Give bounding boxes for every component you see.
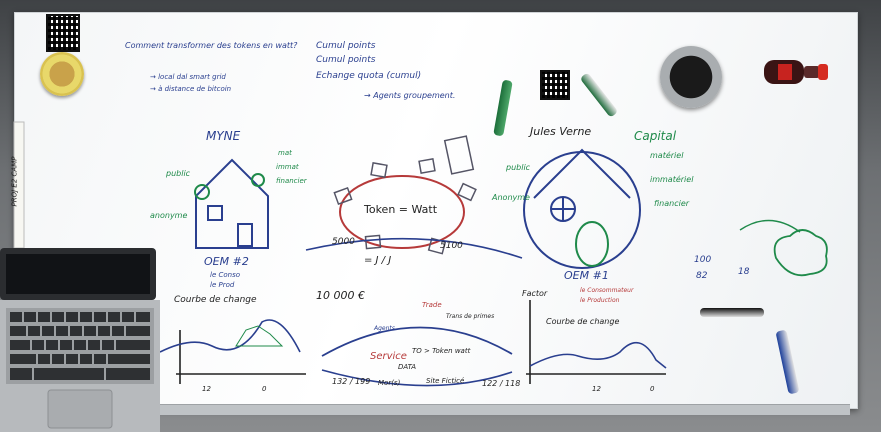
- right-caption-sub: le Consommateur: [580, 287, 634, 294]
- list-item-text: Cumul points: [316, 55, 376, 65]
- token-equation: Token = Watt: [364, 203, 438, 216]
- moins-label: Mor(s): [378, 379, 401, 387]
- axis-tick: 12: [202, 385, 211, 393]
- left-anonymous-text: anonyme: [150, 211, 188, 220]
- pen-cup-icon: [660, 46, 722, 108]
- left-caption: OEM #2: [204, 255, 249, 268]
- factor-label: Factor: [522, 289, 548, 298]
- laptop-icon: [0, 248, 160, 432]
- coffee-cup-icon: [40, 52, 84, 96]
- whiteboard-tray: [150, 404, 850, 415]
- list-item-text: Cumul points: [316, 41, 376, 51]
- marker-icon: [700, 308, 764, 317]
- right-label: Jules Verne: [530, 125, 592, 138]
- left-curve-label: Courbe de change: [174, 295, 257, 305]
- left-label: MYNE: [206, 129, 241, 143]
- right-word: immatériel: [650, 175, 694, 184]
- right-caption-sub: le Production: [580, 297, 620, 304]
- left-caption-sub: le Conso: [210, 271, 241, 279]
- bullet-text: → à distance de bitcoin: [150, 85, 232, 93]
- right-word: financier: [654, 199, 690, 208]
- left-caption-sub: le Prod: [210, 281, 235, 289]
- question-text: Comment transformer des tokens en watt?: [125, 41, 298, 50]
- left-word: mat: [278, 149, 292, 157]
- data-label: DATA: [398, 363, 417, 371]
- right-public-text: public: [506, 163, 531, 172]
- bullet-text: → local dal smart grid: [150, 73, 226, 81]
- number-text: 18: [738, 267, 750, 277]
- axis-tick: 0: [262, 385, 267, 393]
- number-text: 122 / 118: [482, 379, 521, 388]
- left-word: immat: [276, 163, 299, 171]
- number-text: 82: [696, 271, 708, 281]
- right-curve-label: Courbe de change: [546, 317, 620, 326]
- number-text: 10 000 €: [316, 289, 365, 302]
- capital-label: Capital: [634, 129, 677, 143]
- number-text: 5000: [332, 237, 355, 247]
- trades-label: Trans de primes: [446, 313, 495, 320]
- left-public-text: public: [166, 169, 191, 178]
- left-word: financier: [276, 177, 307, 185]
- axis-tick: 12: [592, 385, 601, 393]
- agents-label: Agents: [374, 325, 395, 332]
- number-text: 132 / 199: [332, 377, 371, 386]
- service-label: Service: [370, 351, 407, 362]
- service-sub: TO > Token watt: [412, 347, 471, 355]
- list-item-text: Echange quota (cumul): [316, 71, 422, 81]
- qr-code-icon: [540, 70, 570, 100]
- right-caption: OEM #1: [564, 269, 609, 282]
- list-item-text: → Agents groupement.: [364, 91, 456, 100]
- cloud-label: Trade: [422, 301, 442, 309]
- qr-code-icon: [46, 14, 80, 52]
- right-word: matériel: [650, 151, 684, 160]
- equation-text: = J / J: [364, 255, 392, 266]
- axis-tick: 0: [650, 385, 655, 393]
- side-text: PROJ E2 CAMP: [10, 156, 19, 207]
- soda-bottle-icon: [764, 60, 828, 84]
- number-text: 5100: [440, 241, 463, 251]
- number-text: 100: [694, 255, 712, 265]
- right-anonymous-text: Anonyme: [492, 193, 530, 202]
- site-label: Site Ficticé: [426, 377, 465, 385]
